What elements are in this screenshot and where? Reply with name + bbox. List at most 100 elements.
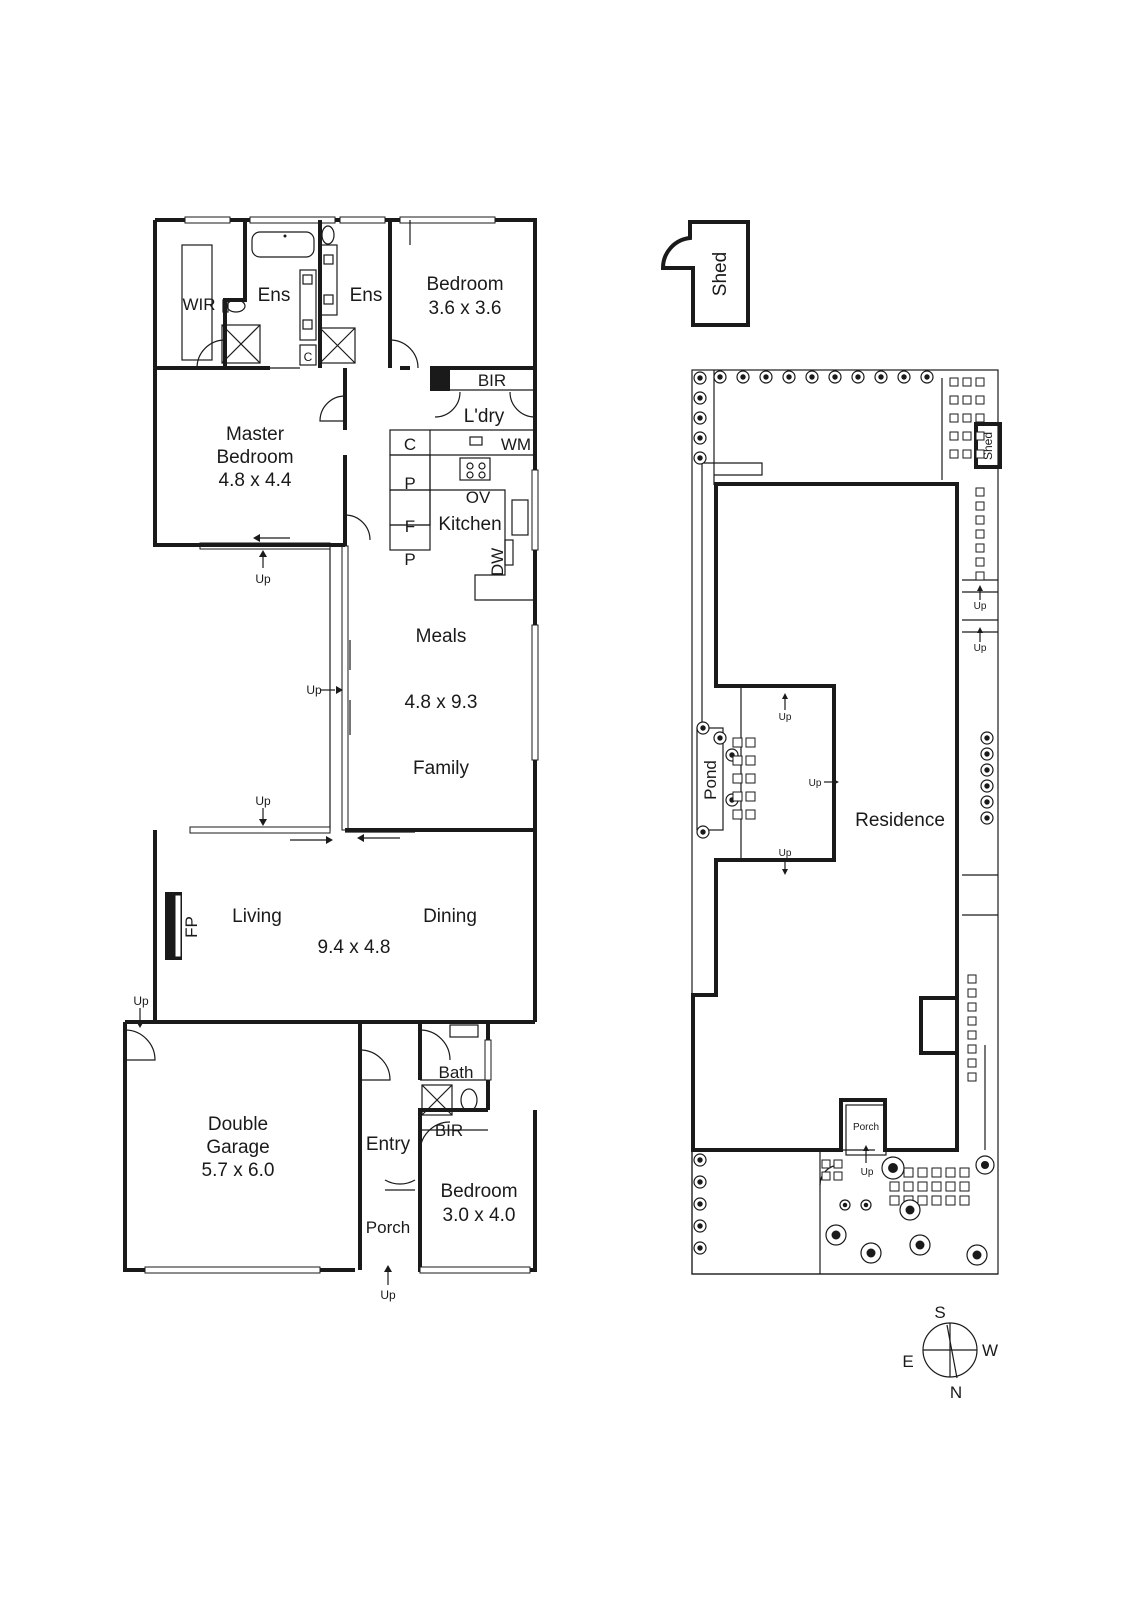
paver xyxy=(967,1058,977,1068)
label-bedroom-top-name: Bedroom xyxy=(426,274,503,295)
paver xyxy=(975,515,985,525)
compass-w: W xyxy=(982,1341,998,1360)
label-ov: OV xyxy=(466,488,491,507)
label-porch: Porch xyxy=(366,1218,410,1237)
paver xyxy=(975,543,985,553)
paver xyxy=(967,974,977,984)
paver xyxy=(732,755,743,766)
label-family: Family xyxy=(413,758,469,779)
paver xyxy=(745,809,756,820)
label-site-up-porch: Up xyxy=(861,1167,874,1178)
paver xyxy=(903,1167,914,1178)
label-p-2: P xyxy=(404,550,415,569)
label-entry: Entry xyxy=(366,1134,411,1155)
label-residence: Residence xyxy=(855,810,945,831)
label-master-size: 4.8 x 4.4 xyxy=(219,470,292,491)
paver xyxy=(732,737,743,748)
label-site-porch: Porch xyxy=(853,1122,879,1133)
paver xyxy=(917,1181,928,1192)
label-bath: Bath xyxy=(439,1063,474,1082)
paver xyxy=(975,501,985,511)
paver xyxy=(945,1167,956,1178)
paver xyxy=(945,1195,956,1206)
label-bedroom-bottom-name: Bedroom xyxy=(440,1181,517,1202)
paver xyxy=(975,557,985,567)
label-dining: Dining xyxy=(423,906,477,927)
label-laundry: L'dry xyxy=(464,406,505,427)
paver xyxy=(967,1072,977,1082)
paver xyxy=(949,377,959,387)
paver xyxy=(745,773,756,784)
compass-e: E xyxy=(902,1352,913,1371)
main-up-arrows xyxy=(136,534,400,1285)
label-ens-1: Ens xyxy=(258,285,291,306)
paver xyxy=(967,988,977,998)
paver xyxy=(967,1030,977,1040)
label-garage-size: 5.7 x 6.0 xyxy=(202,1160,275,1181)
paver xyxy=(745,791,756,802)
label-ens-2: Ens xyxy=(350,285,383,306)
house-floor-plan xyxy=(123,216,539,1274)
floor-plan-labels: WIR Ens Ens C Bedroom 3.6 x 3.6 BIR L'dr… xyxy=(133,274,531,1302)
paver xyxy=(975,377,985,387)
paver xyxy=(962,377,972,387)
paver xyxy=(975,487,985,497)
label-master-name: Master xyxy=(226,424,285,445)
label-bedroom-top-size: 3.6 x 3.6 xyxy=(429,298,502,319)
label-meals: Meals xyxy=(416,626,467,647)
label-wir: WIR xyxy=(182,295,215,314)
label-bedroom-bottom-size: 3.0 x 4.0 xyxy=(443,1205,516,1226)
paver xyxy=(903,1181,914,1192)
paver xyxy=(821,1159,831,1169)
compass: S W E N xyxy=(902,1303,998,1402)
label-p-1: P xyxy=(404,474,415,493)
paver xyxy=(833,1171,843,1181)
label-site-up-1: Up xyxy=(779,712,792,723)
paver xyxy=(931,1167,942,1178)
paver xyxy=(732,809,743,820)
label-f: F xyxy=(405,517,415,536)
paver xyxy=(975,449,985,459)
paver xyxy=(975,395,985,405)
paver xyxy=(967,1044,977,1054)
label-c-pantry: C xyxy=(404,435,416,454)
site-landscaping xyxy=(693,370,995,1266)
label-master-name-2: Bedroom xyxy=(216,447,293,468)
compass-s: S xyxy=(934,1303,945,1322)
paver xyxy=(975,571,985,581)
paver xyxy=(962,413,972,423)
paver xyxy=(949,449,959,459)
label-up-master: Up xyxy=(255,572,271,586)
label-up-side: Up xyxy=(306,683,322,697)
paver xyxy=(889,1181,900,1192)
label-living-size: 9.4 x 4.8 xyxy=(318,937,391,958)
label-bir-top: BIR xyxy=(478,371,506,390)
paver xyxy=(732,791,743,802)
paver xyxy=(833,1159,843,1169)
paver xyxy=(975,431,985,441)
paver xyxy=(949,431,959,441)
label-site-up-3: Up xyxy=(779,848,792,859)
paver xyxy=(975,529,985,539)
paver xyxy=(967,1016,977,1026)
paver xyxy=(917,1195,928,1206)
paver xyxy=(959,1181,970,1192)
compass-n: N xyxy=(950,1383,962,1402)
label-up-porch: Up xyxy=(380,1288,396,1302)
paver xyxy=(962,449,972,459)
label-garage-name-2: Garage xyxy=(206,1137,269,1158)
paver xyxy=(732,773,743,784)
label-garage-name: Double xyxy=(208,1114,268,1135)
label-up-garage: Up xyxy=(133,994,149,1008)
label-meals-size: 4.8 x 9.3 xyxy=(405,692,478,713)
label-c-ens: C xyxy=(304,350,313,364)
label-up-living: Up xyxy=(255,794,271,808)
label-kitchen: Kitchen xyxy=(438,514,501,535)
paver xyxy=(962,395,972,405)
paver xyxy=(889,1195,900,1206)
label-bir-bottom: BIR xyxy=(435,1121,463,1140)
label-site-up-4: Up xyxy=(974,601,987,612)
paver xyxy=(959,1167,970,1178)
paver xyxy=(917,1167,928,1178)
